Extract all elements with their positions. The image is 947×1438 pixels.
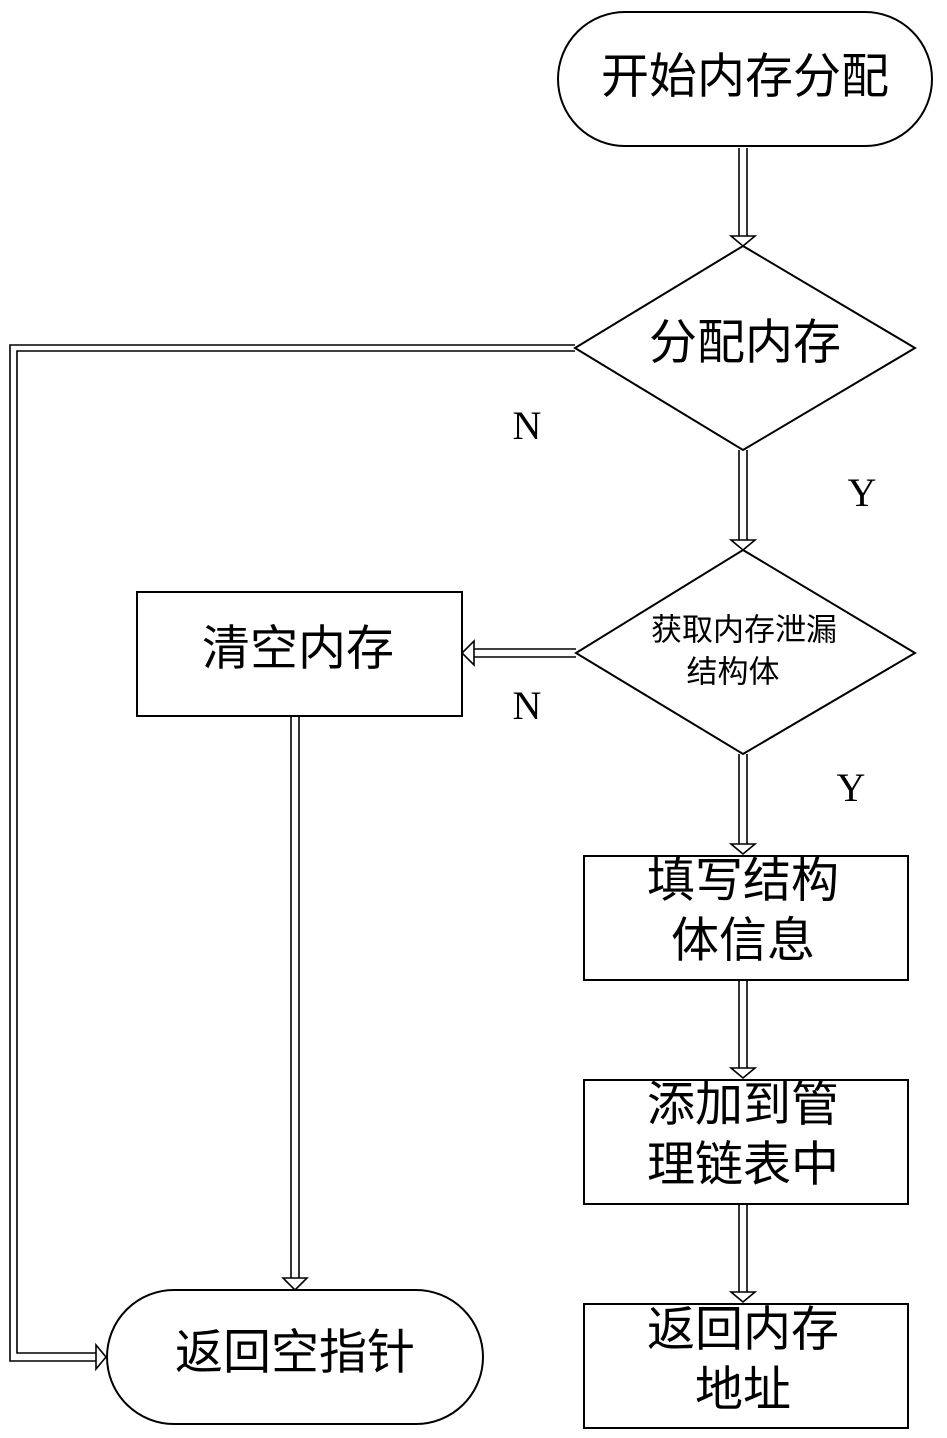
add-to-list-box: 添加到管 理链表中 (584, 1077, 908, 1205)
get-struct-decision: 获取内存泄漏 结构体 (576, 550, 915, 754)
edge-get-struct-to-fill (731, 754, 755, 854)
return-address-line2: 地址 (695, 1362, 791, 1418)
add-to-list-line1: 添加到管 (647, 1077, 839, 1133)
fill-struct-line1: 填写结构 (647, 853, 839, 909)
edge-allocate-to-get-struct (731, 450, 755, 550)
allocate-no-label: N (513, 403, 542, 448)
edge-start-to-allocate (731, 148, 755, 246)
get-struct-decision-line2: 结构体 (687, 655, 780, 691)
get-struct-yes-label: Y (837, 765, 866, 810)
return-address-line1: 返回内存 (647, 1302, 839, 1358)
start-terminal-label: 开始内存分配 (601, 49, 889, 105)
return-null-label: 返回空指针 (175, 1325, 415, 1381)
get-struct-decision-line1: 获取内存泄漏 (651, 613, 837, 649)
allocate-decision: 分配内存 (575, 246, 915, 450)
edge-fill-to-add (731, 980, 755, 1078)
clear-memory-label: 清空内存 (202, 621, 394, 677)
allocate-yes-label: Y (848, 470, 877, 515)
add-to-list-line2: 理链表中 (647, 1137, 839, 1193)
get-struct-no-label: N (513, 683, 542, 728)
edge-add-to-return-addr (731, 1204, 755, 1302)
edge-get-struct-to-clear (462, 641, 576, 665)
fill-struct-line2: 体信息 (671, 913, 815, 969)
return-address-box: 返回内存 地址 (584, 1302, 908, 1429)
fill-struct-box: 填写结构 体信息 (584, 853, 908, 981)
allocate-decision-label: 分配内存 (649, 315, 841, 371)
edge-clear-to-return-null (283, 716, 307, 1290)
return-null-terminal: 返回空指针 (107, 1290, 483, 1424)
edge-allocate-to-return-null (10, 345, 575, 1369)
start-terminal: 开始内存分配 (558, 12, 932, 146)
clear-memory-box: 清空内存 (137, 592, 462, 716)
